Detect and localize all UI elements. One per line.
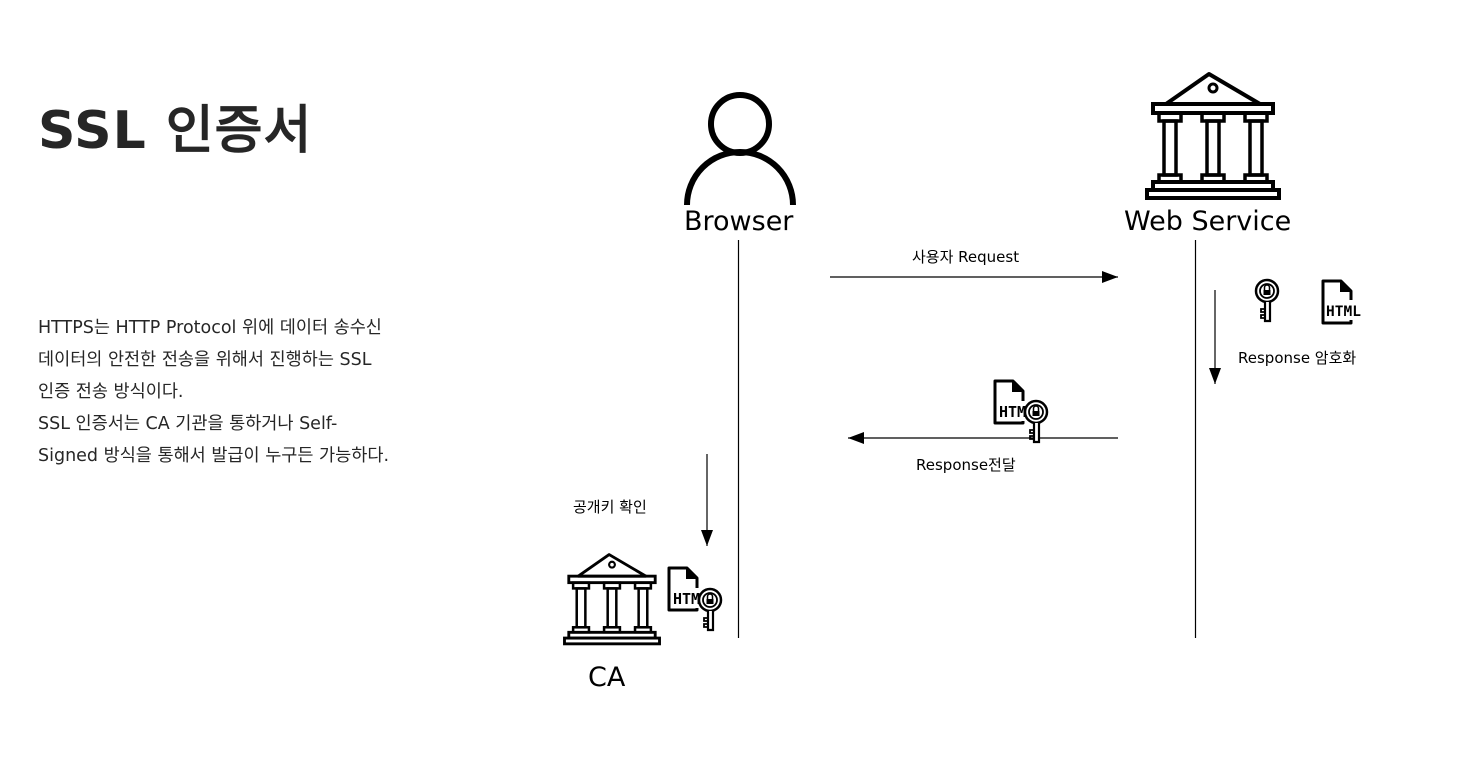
request-label: 사용자 Request [912,248,1020,266]
ca-key-lock-icon [697,587,723,632]
ca-building-icon [563,553,661,646]
description-line: 인증 전송 방식이다. [38,382,184,402]
description-line: 데이터의 안전한 전송을 위해서 진행하는 SSL [38,350,372,370]
html-icon-label: HTML [1326,304,1361,320]
description-text: HTTPS는 HTTP Protocol 위에 데이터 송수신 데이터의 안전한… [38,312,518,472]
browser-label: Browser [684,206,794,237]
web-service-label: Web Service [1124,206,1292,237]
page-title: SSL 인증서 [38,101,313,161]
encrypt-label: Response 암호화 [1238,349,1357,367]
deliver-label: Response전달 [916,456,1016,474]
description-line: Signed 방식을 통해서 발급이 누구든 가능하다. [38,446,390,466]
browser-user-icon [684,92,796,206]
public-key-icon [1254,278,1280,323]
html-document-icon: HTML [1321,279,1371,325]
verify-label: 공개키 확인 [573,498,647,516]
ca-label: CA [588,662,626,693]
key-lock-icon [1023,399,1049,444]
description-line: HTTPS는 HTTP Protocol 위에 데이터 송수신 [38,318,382,338]
description-line: SSL 인증서는 CA 기관을 통하거나 Self- [38,414,338,434]
web-service-building-icon [1145,72,1281,200]
